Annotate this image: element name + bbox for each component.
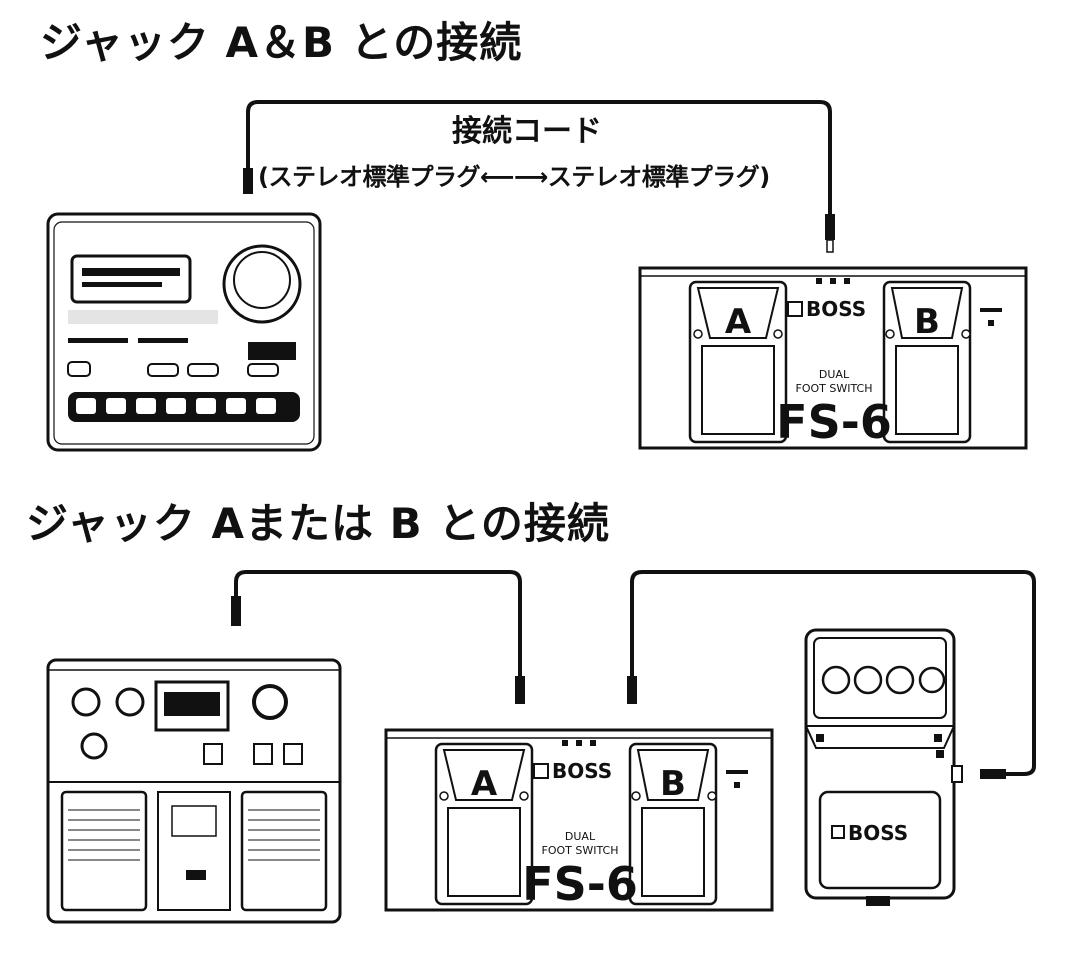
footswitch-bottom-type-1: DUAL [565, 830, 596, 843]
footswitch-top-type-1: DUAL [819, 368, 850, 381]
rhythm-machine [46, 212, 322, 452]
footswitch-top-model: FS-6 [776, 395, 892, 449]
footswitch-bottom: A B BOSS DUAL FOOT SWITCH FS-6 [384, 728, 774, 912]
section-title-a-or-b: ジャック Aまたは B との接続 [26, 499, 610, 548]
looper-device [46, 658, 342, 924]
plug-bottom-2a [627, 676, 637, 704]
plug-bottom-1a [231, 596, 241, 626]
plug-bottom-1b [515, 676, 525, 704]
footswitch-bottom-button-a: A [471, 764, 498, 804]
cable-bottom-2 [630, 570, 1036, 776]
section-title-a-and-b: ジャック A＆B との接続 [40, 18, 523, 67]
cable-top [246, 100, 832, 222]
compact-pedal-brand: BOSS [848, 821, 908, 845]
footswitch-bottom-brand: BOSS [552, 759, 612, 783]
plug-top-right [825, 214, 835, 240]
footswitch-top-button-a: A [725, 302, 752, 342]
cable-spec: (ステレオ標準プラグ⟵⟶ステレオ標準プラグ) [258, 163, 770, 191]
footswitch-bottom-model: FS-6 [522, 857, 638, 911]
plug-bottom-2b [980, 769, 1006, 779]
footswitch-bottom-type-2: FOOT SWITCH [542, 844, 619, 857]
footswitch-top-brand: BOSS [806, 297, 866, 321]
footswitch-top-button-b: B [914, 302, 940, 342]
footswitch-top-type-2: FOOT SWITCH [796, 382, 873, 395]
footswitch-bottom-button-b: B [660, 764, 686, 804]
footswitch-top: A B BOSS DUAL FOOT SWITCH FS-6 [638, 266, 1028, 450]
compact-pedal: BOSS [804, 628, 956, 908]
cable-bottom-1 [234, 570, 522, 684]
cable-title: 接続コード [452, 114, 602, 149]
plug-top-left [243, 168, 253, 194]
compact-pedal-jack [951, 765, 963, 783]
